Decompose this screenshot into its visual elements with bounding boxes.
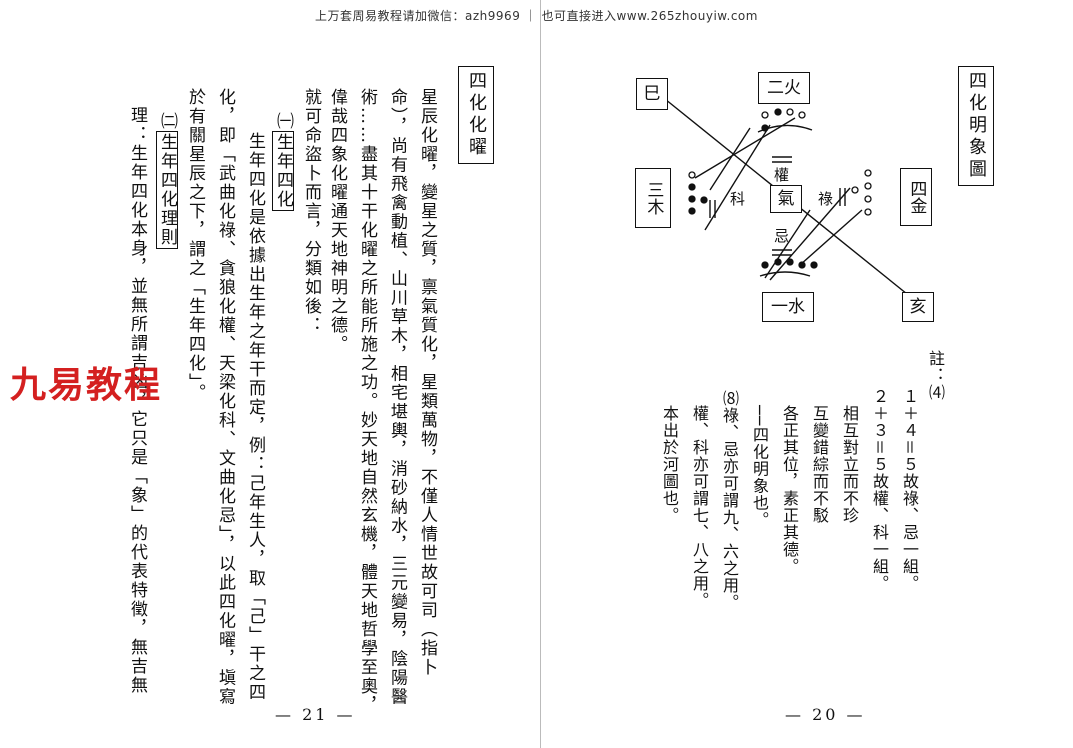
note-line: ２＋３＝５故權、科一組。 bbox=[870, 388, 889, 593]
label-lu: 祿 bbox=[818, 190, 834, 208]
box-si: 巳 bbox=[636, 78, 668, 110]
box-wood: 三木 bbox=[635, 168, 671, 228]
book-gutter bbox=[540, 0, 541, 748]
body-column: 於有關星辰之下，謂之「生年四化」。 bbox=[185, 88, 205, 403]
body-column: 術……盡其十干化曜之所能所施之功。妙天地自然玄機，體天地哲學至奧， bbox=[357, 88, 377, 715]
body-column: 化，即「武曲化祿、貪狼化權、天梁化科、文曲化忌」，以此四化曜，塡寫 bbox=[215, 88, 235, 707]
line-fire-left bbox=[694, 117, 796, 179]
note-line: 權、科亦可謂七、八之用。 bbox=[690, 405, 709, 609]
heading-text: 生年四化 bbox=[272, 131, 294, 211]
heading-mark: ㈡ bbox=[157, 112, 177, 131]
note-line: ⑻祿、忌亦可謂九、六之用。 bbox=[720, 390, 739, 611]
body-column: 理：生年四化本身，並無所謂吉凶，它只是「象」的代表特徵，無吉無 bbox=[127, 106, 147, 695]
body-column: 生年四化是依據出生年之年干而定，例：己年生人，取「己」干之四 bbox=[245, 132, 265, 702]
left-page-title: 四化化曜 bbox=[458, 66, 494, 164]
heading-mark: ㈠ bbox=[273, 112, 293, 131]
label-quan: 權 bbox=[774, 166, 790, 184]
left-page-number: — 21 — bbox=[275, 705, 356, 724]
water-arc bbox=[759, 271, 811, 277]
right-page-title: 四化明象圖 bbox=[958, 66, 994, 186]
diagonal-wood-fire bbox=[704, 124, 771, 231]
body-column: 命），尚有飛禽動植、山川草木，相宅堪輿，消砂納水，三元變易，陰陽醫 bbox=[387, 88, 407, 707]
heading-text: 生年四化理則 bbox=[156, 131, 178, 249]
body-column: 偉哉四象化曜通天地神明之德。 bbox=[327, 88, 347, 354]
page-header: 上万套周易教程请加微信：azh9969 ｜ 也可直接进入www.265zhouy… bbox=[315, 9, 758, 23]
box-qi: 氣 bbox=[770, 185, 802, 213]
note-line: 本出於河圖也。 bbox=[660, 405, 679, 524]
box-water: 一水 bbox=[762, 292, 814, 322]
four-transformations-diagram: 巳 二火 三木 氣 四金 一水 亥 權 科 祿 忌 bbox=[600, 60, 960, 340]
body-column: 就可命盜卜而言，分類如後： bbox=[301, 88, 321, 335]
section-heading: ㈠生年四化 bbox=[272, 112, 294, 211]
section-heading: ㈡生年四化理則 bbox=[156, 112, 178, 249]
diagram-dots bbox=[688, 108, 872, 269]
box-fire: 二火 bbox=[758, 72, 810, 104]
label-ji: 忌 bbox=[774, 227, 790, 245]
note-line: 註：⑷ bbox=[926, 350, 945, 401]
note-line: ──四化明象也。 bbox=[750, 405, 769, 529]
note-line: 互變錯綜而不駁 bbox=[810, 405, 829, 524]
note-line: １＋４＝５故祿、忌一組。 bbox=[900, 388, 919, 593]
note-line: 相互對立而不珍 bbox=[840, 405, 859, 524]
label-ke: 科 bbox=[730, 190, 746, 208]
box-metal: 四金 bbox=[900, 168, 932, 226]
note-line: 各正其位，素正其德。 bbox=[780, 405, 799, 575]
box-hai: 亥 bbox=[902, 292, 934, 322]
diagonal-metal-water bbox=[764, 209, 811, 279]
line-metal-water-b bbox=[799, 209, 863, 266]
line-metal-water-a bbox=[769, 187, 851, 281]
body-column: 星辰化曜，變星之質，禀氣質化，星類萬物，不僅人情世故可司（指卜 bbox=[417, 88, 437, 677]
right-page-number: — 20 — bbox=[785, 705, 866, 724]
line-fire-right bbox=[709, 127, 751, 191]
diagram-lines bbox=[659, 94, 913, 299]
watermark-logo: 九易教程 bbox=[10, 365, 163, 406]
